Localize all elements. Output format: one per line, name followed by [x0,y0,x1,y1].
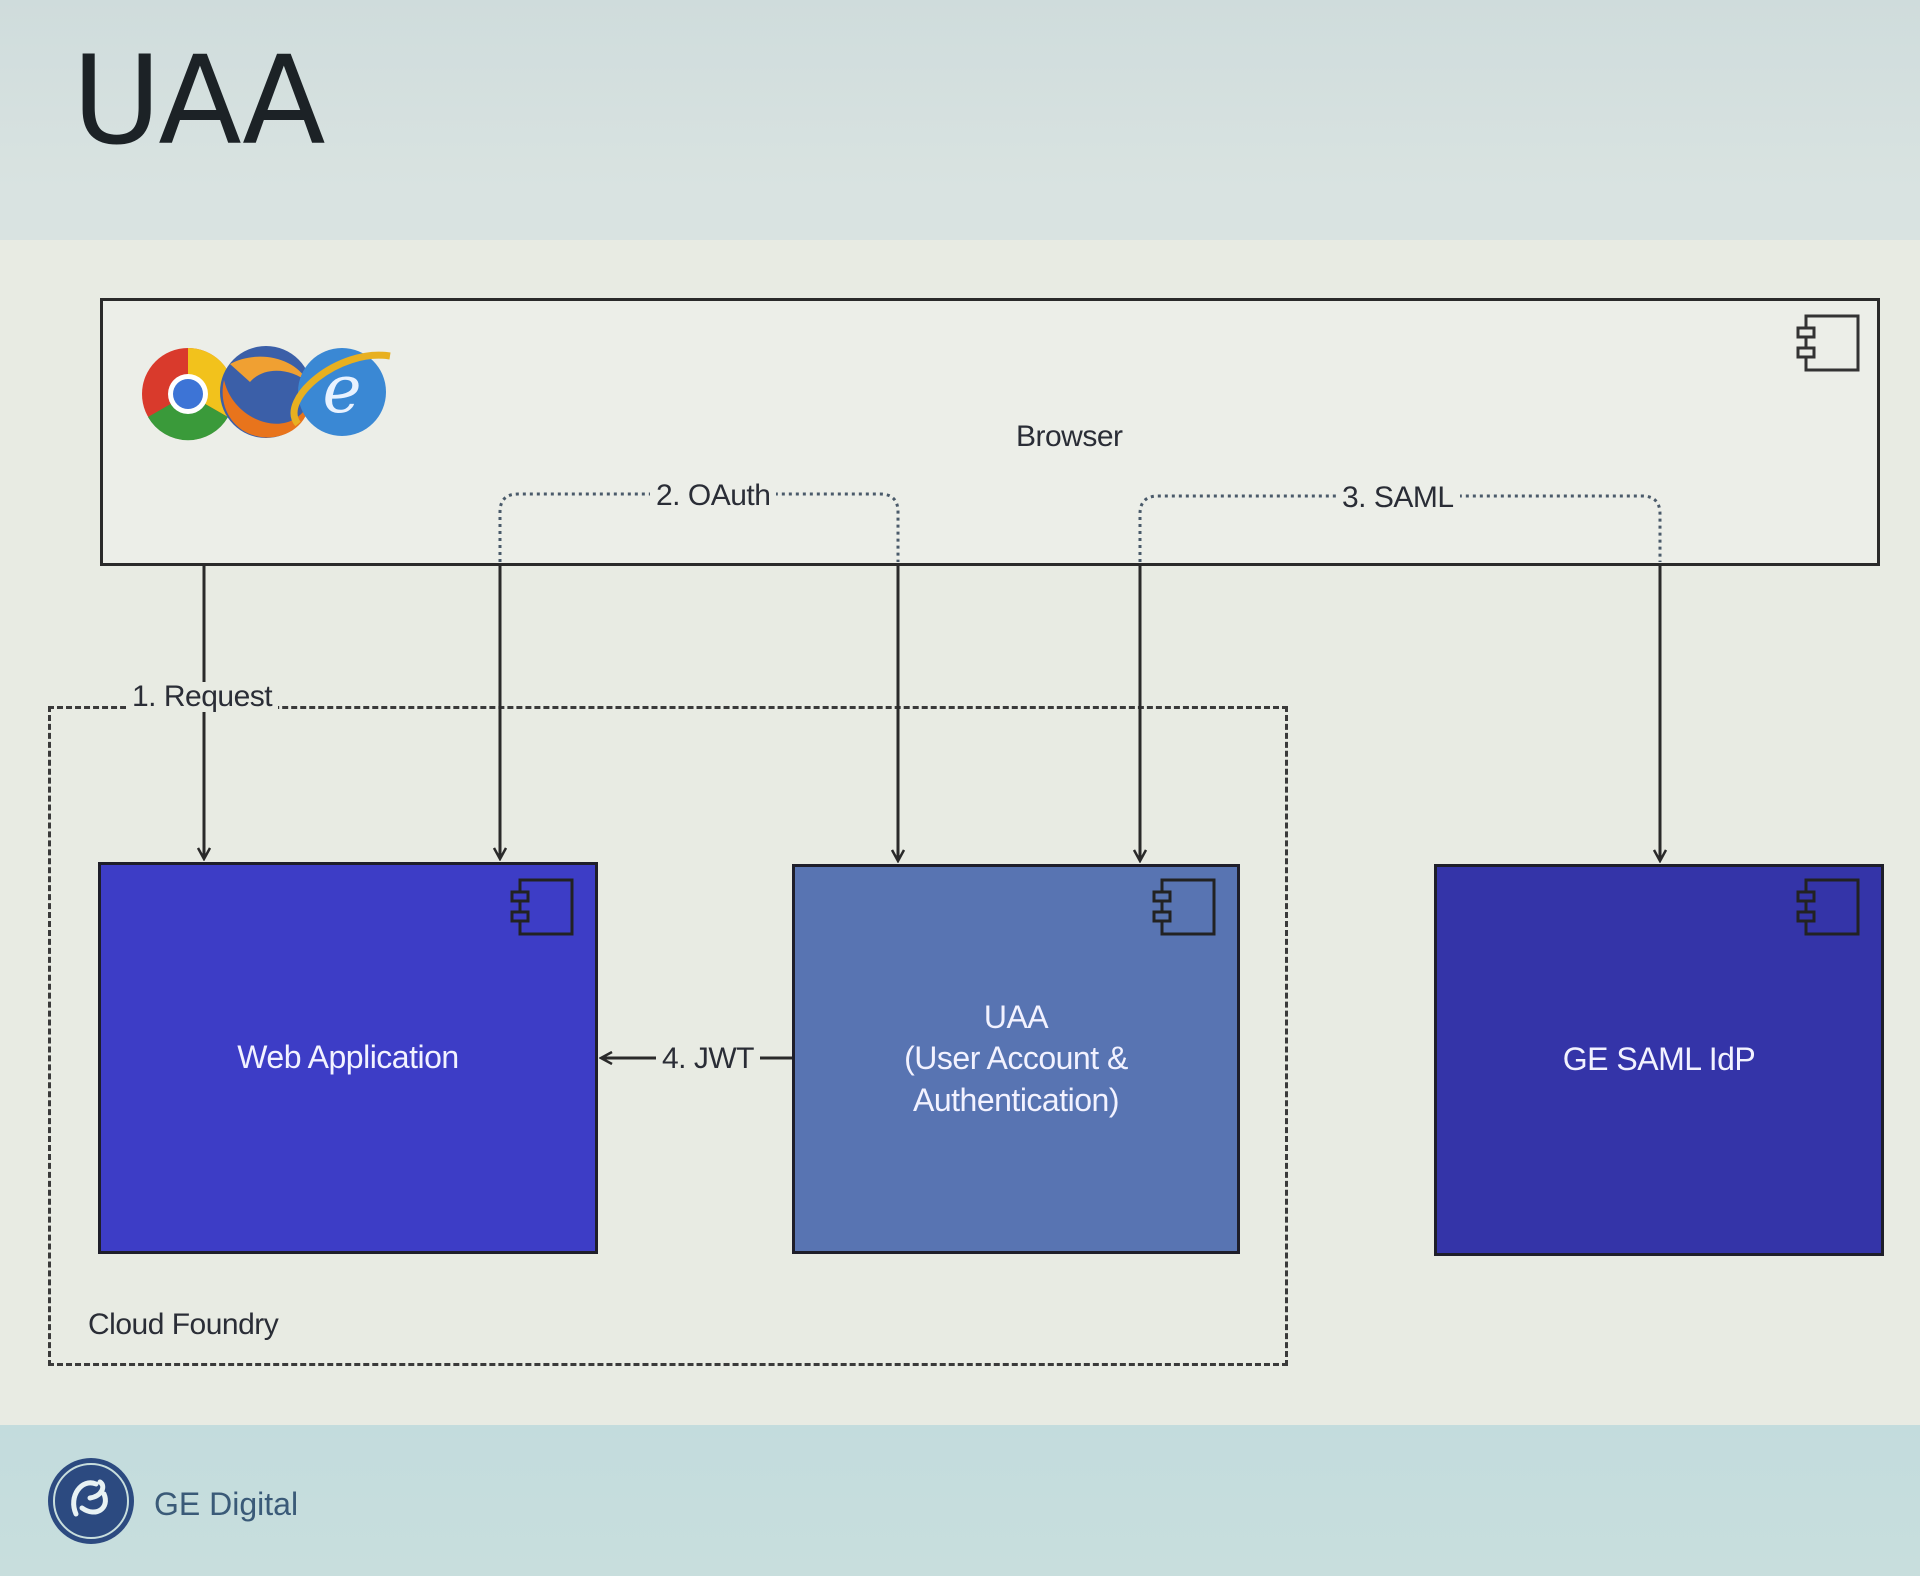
browser-logos: e [142,346,391,441]
ge-monogram-logo [48,1458,134,1544]
slide-title: UAA [72,30,326,172]
uaa-label: UAA [983,998,1049,1035]
chrome-logo-icon [142,347,235,441]
footer-brand: GE Digital [154,1486,299,1522]
cloud-foundry-boundary [48,706,1288,1366]
edge-label-jwt: 4. JWT [656,1044,760,1074]
web-application-node: Web Application [98,862,598,1254]
ge-saml-idp-label: GE SAML IdP [1562,1041,1756,1078]
edge-label-oauth: 2. OAuth [650,481,777,511]
component-icon [1796,878,1860,936]
component-icon [1152,878,1216,936]
cloud-foundry-label: Cloud Foundry [88,1308,279,1341]
browser-node [100,298,1880,566]
edge-label-request: 1. Request [126,682,279,712]
component-icon [510,878,574,936]
web-application-label: Web Application [237,1039,459,1076]
edge-saml-loop [1138,494,1662,562]
uaa-label-line2: (User Account & [904,1040,1128,1077]
internet-explorer-logo-icon: e [290,348,391,436]
uaa-label-line3: Authentication) [913,1081,1119,1118]
ge-saml-idp-node: GE SAML IdP [1434,864,1884,1256]
uaa-node: UAA (User Account & Authentication) [792,864,1240,1254]
edge-label-saml: 3. SAML [1336,483,1460,513]
component-icon [1796,314,1860,372]
firefox-logo-icon [220,346,312,438]
slide-footer [0,1425,1920,1576]
browser-label: Browser [1016,420,1123,453]
